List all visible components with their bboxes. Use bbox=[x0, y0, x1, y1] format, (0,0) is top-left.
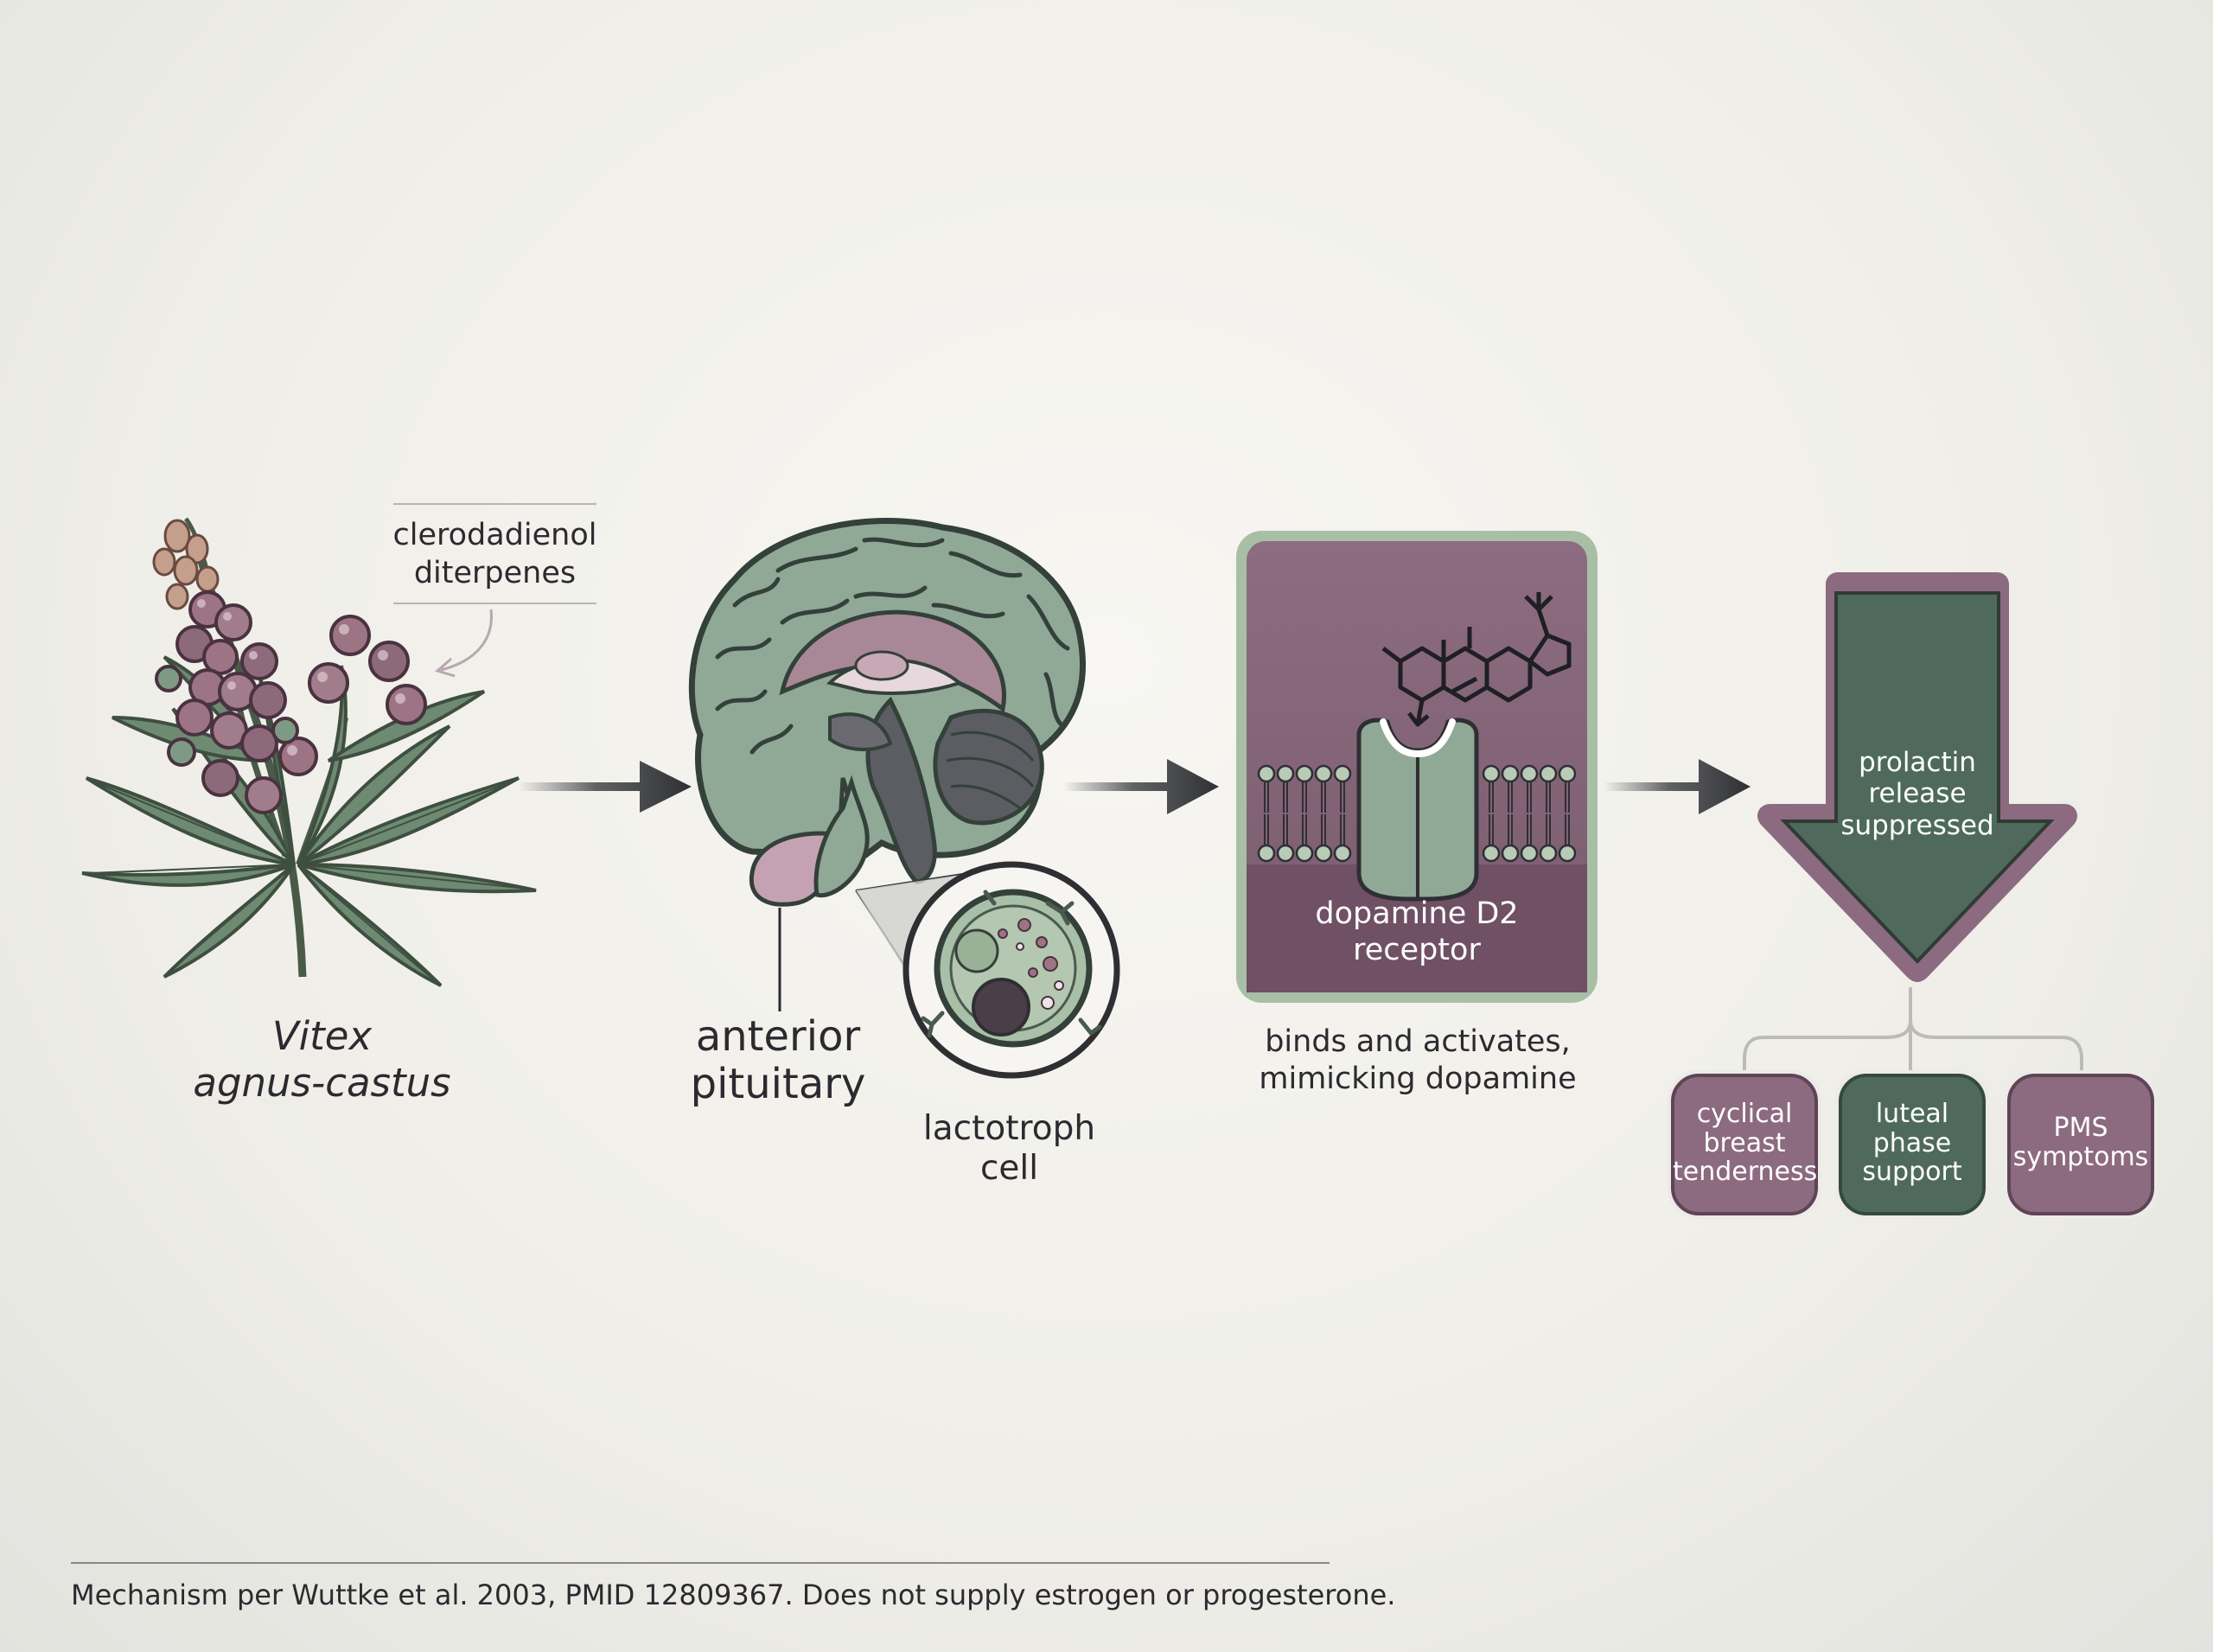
compound-line-1: clerodadienol bbox=[392, 518, 597, 552]
pituitary-label: anterior pituitary bbox=[657, 1012, 899, 1109]
receptor-panel bbox=[1236, 531, 1598, 1003]
cell-line-1: lactotroph bbox=[922, 1109, 1096, 1148]
outcome-line-1: prolactin bbox=[1859, 747, 1976, 778]
effects-connector bbox=[1743, 987, 2083, 1070]
effect-pill-breast-tenderness bbox=[1668, 1070, 1821, 1219]
receptor-line-2: receptor bbox=[1353, 933, 1481, 967]
receptor-line-1: dopamine D2 bbox=[1315, 896, 1519, 931]
effect-pill-luteal-phase bbox=[1835, 1070, 1989, 1219]
effect-1-line-2: breast bbox=[1703, 1127, 1786, 1158]
pituitary-line-1: anterior bbox=[695, 1012, 861, 1061]
compound-callout bbox=[393, 503, 596, 678]
vitex-plant-illustration bbox=[81, 517, 537, 987]
footer-note: Mechanism per Wuttke et al. 2003, PMID 1… bbox=[71, 1579, 1396, 1611]
plant-name-line-2: agnus-castus bbox=[193, 1060, 451, 1106]
effect-pill-pms bbox=[2004, 1070, 2158, 1219]
lactotroph-cell-illustration bbox=[902, 861, 1120, 1079]
compound-line-2: diterpenes bbox=[413, 555, 577, 590]
effect-1-line-1: cyclical bbox=[1696, 1099, 1793, 1129]
arrow-pituitary-to-receptor bbox=[1063, 759, 1219, 814]
outcome-line-2: release bbox=[1868, 778, 1967, 810]
effect-text-luteal-phase: luteal phase support bbox=[1840, 1100, 1984, 1187]
prolactin-suppression-arrow bbox=[1757, 572, 2077, 982]
receptor-caption: binds and activates, mimicking dopamine bbox=[1210, 1024, 1625, 1097]
plant-name-label: Vitex agnus-castus bbox=[147, 1013, 497, 1107]
effect-text-breast-tenderness: cyclical breast tenderness bbox=[1673, 1099, 1818, 1188]
effect-text-pms: PMS symptoms bbox=[2009, 1113, 2152, 1171]
d2-receptor-protein bbox=[1356, 718, 1479, 902]
effect-2-line-2: phase bbox=[1872, 1127, 1952, 1158]
arrow-plant-to-pituitary bbox=[519, 761, 692, 813]
diterpene-molecule bbox=[1381, 592, 1572, 727]
effect-1-line-3: tenderness bbox=[1673, 1157, 1818, 1188]
receptor-label: dopamine D2 receptor bbox=[1247, 896, 1587, 968]
lactotroph-cell-label: lactotroph cell bbox=[899, 1109, 1119, 1188]
brain-sagittal-illustration bbox=[688, 518, 1087, 1011]
caption-line-2: mimicking dopamine bbox=[1259, 1061, 1577, 1096]
pituitary-line-2: pituitary bbox=[690, 1060, 866, 1109]
outcome-label: prolactin release suppressed bbox=[1836, 747, 1999, 841]
effect-2-line-1: luteal bbox=[1875, 1099, 1949, 1129]
effect-2-line-3: support bbox=[1862, 1157, 1962, 1188]
caption-line-1: binds and activates, bbox=[1265, 1024, 1571, 1059]
outcome-line-3: suppressed bbox=[1840, 809, 1994, 841]
cell-membrane bbox=[1257, 764, 1577, 863]
arrow-receptor-to-outcome bbox=[1604, 759, 1751, 814]
plant-name-line-1: Vitex bbox=[271, 1013, 373, 1059]
compound-label: clerodadienol diterpenes bbox=[380, 517, 609, 593]
cell-line-2: cell bbox=[979, 1148, 1039, 1188]
effect-3-line-2: symptoms bbox=[2012, 1141, 2149, 1172]
effect-3-line-1: PMS bbox=[2053, 1113, 2108, 1143]
